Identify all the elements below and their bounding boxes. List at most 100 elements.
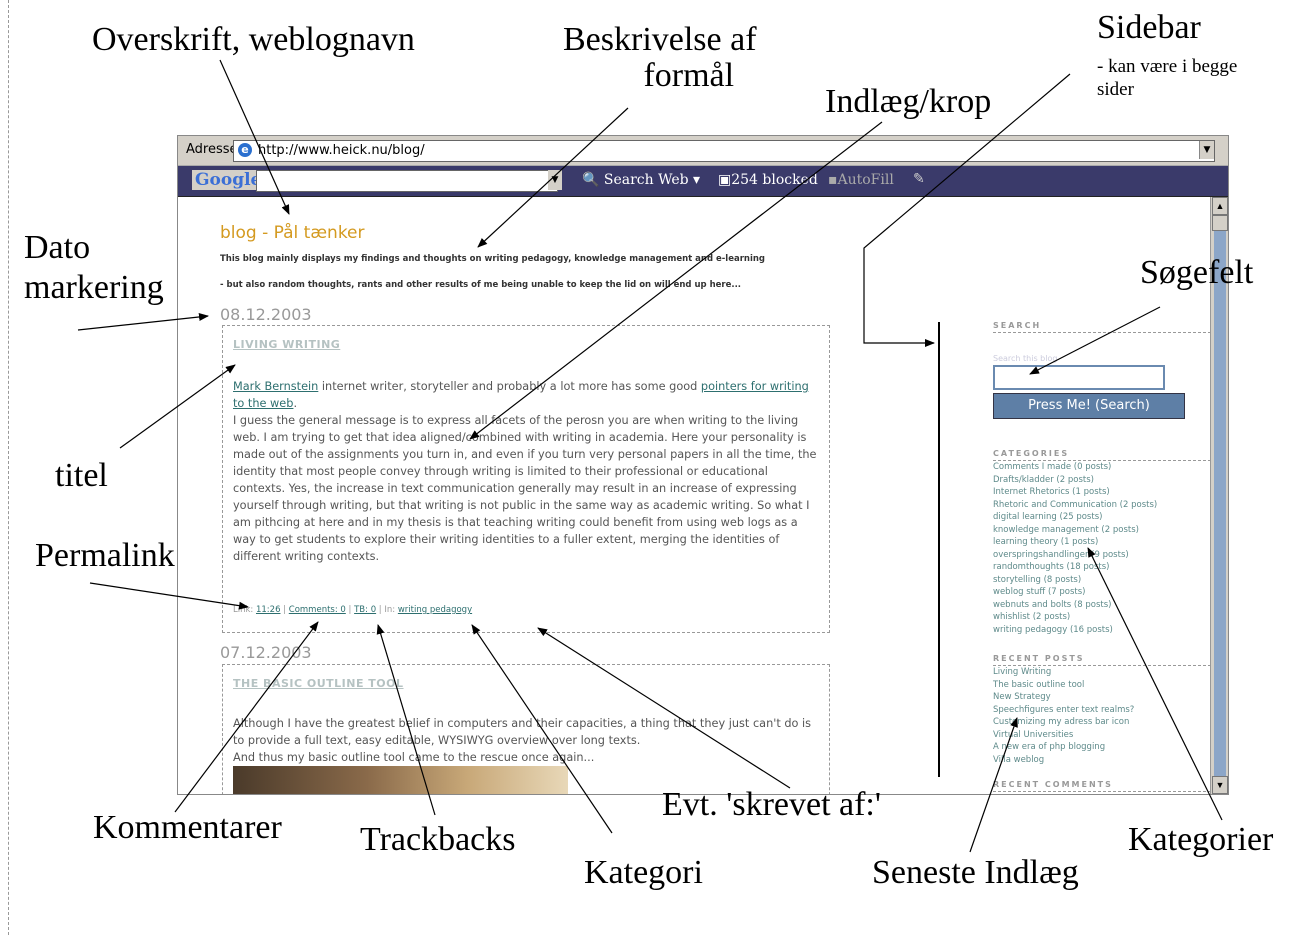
search-web-label: Search Web xyxy=(603,172,689,188)
annotation-indlaeg: Indlæg/krop xyxy=(825,83,992,120)
category-item[interactable]: digital learning (25 posts) xyxy=(993,512,1103,522)
categories-heading: CATEGORIES xyxy=(993,449,1221,461)
post-date: 07.12.2003 xyxy=(220,643,312,662)
page-edge-dashed-line xyxy=(8,0,9,935)
category-item[interactable]: overspringshandlinger (9 posts) xyxy=(993,549,1129,560)
pen-icon[interactable]: ✎ xyxy=(913,171,925,187)
post-body: I guess the general message is to expres… xyxy=(233,414,817,563)
search-input[interactable] xyxy=(993,365,1165,390)
address-bar: Adresse e http://www.heick.nu/blog/ ▼ xyxy=(178,136,1228,166)
recent-post-item[interactable]: Speechfigures enter text realms? xyxy=(993,704,1135,715)
recent-post-item[interactable]: Villa weblog xyxy=(993,754,1045,765)
sidebar-search-section: SEARCH xyxy=(993,321,1223,333)
search-heading: SEARCH xyxy=(993,321,1221,333)
annotation-trackbacks: Trackbacks xyxy=(360,821,516,858)
blog-page: blog - Pål tænker This blog mainly displ… xyxy=(178,197,1221,794)
google-toolbar: Google ▼ 🔍 Search Web ▾ ▣254 blocked ▪Au… xyxy=(178,166,1228,197)
recent-post-item[interactable]: The basic outline tool xyxy=(993,679,1085,690)
post-link-bernstein[interactable]: Mark Bernstein xyxy=(233,380,319,393)
ie-page-icon: e xyxy=(238,143,252,157)
blog-post: THE BASIC OUTLINE TOOL Although I have t… xyxy=(222,664,830,794)
recent-post-item[interactable]: Customizing my adress bar icon xyxy=(993,717,1130,727)
browser-screenshot: Adresse e http://www.heick.nu/blog/ ▼ Go… xyxy=(177,135,1229,795)
annotation-beskrivelse: Beskrivelse af formål xyxy=(563,22,757,93)
scroll-track[interactable] xyxy=(1214,231,1226,776)
annotation-soegefelt: Søgefelt xyxy=(1140,254,1254,291)
blog-desc-line1: This blog mainly displays my findings an… xyxy=(220,254,765,264)
category-item[interactable]: webnuts and bolts (8 posts) xyxy=(993,599,1112,610)
meta-in-label: In: xyxy=(384,605,398,615)
annotation-overskrift: Overskrift, weblognavn xyxy=(92,21,415,58)
blog-description: This blog mainly displays my findings an… xyxy=(220,246,830,298)
post-intro: Mark Bernstein internet writer, storytel… xyxy=(233,378,819,412)
post-title[interactable]: THE BASIC OUTLINE TOOL xyxy=(233,677,404,690)
google-dropdown-icon[interactable]: ▼ xyxy=(548,170,562,190)
annotation-seneste-indlaeg: Seneste Indlæg xyxy=(872,854,1079,891)
search-web-button[interactable]: 🔍 Search Web ▾ xyxy=(582,172,701,188)
google-search-input[interactable] xyxy=(256,170,558,192)
address-input[interactable]: e http://www.heick.nu/blog/ ▼ xyxy=(233,140,1215,162)
category-item[interactable]: weblog stuff (7 posts) xyxy=(993,587,1086,597)
annotation-dato-line2: markering xyxy=(24,268,164,306)
permalink[interactable]: 11:26 xyxy=(255,605,281,615)
category-item[interactable]: Drafts/kladder (2 posts) xyxy=(993,474,1094,485)
category-item[interactable]: writing pedagogy (16 posts) xyxy=(993,624,1113,635)
category-item[interactable]: knowledge management (2 posts) xyxy=(993,524,1139,535)
category-item[interactable]: randomthoughts (18 posts) xyxy=(993,562,1110,572)
search-label: Search this blog xyxy=(993,354,1058,363)
blog-title[interactable]: blog - Pål tænker xyxy=(220,223,365,243)
annotation-sidebar-note-line2: sider xyxy=(1097,78,1134,100)
sidebar-comments-section: RECENT COMMENTS xyxy=(993,780,1223,792)
google-logo[interactable]: Google xyxy=(192,170,265,190)
category-link[interactable]: writing pedagogy xyxy=(397,605,473,615)
category-item[interactable]: Rhetoric and Communication (2 posts) xyxy=(993,499,1158,510)
category-item[interactable]: Internet Rhetorics (1 posts) xyxy=(993,487,1110,497)
blog-desc-line2: - but also random thoughts, rants and ot… xyxy=(220,280,742,290)
annotation-beskrivelse-line1: Beskrivelse af xyxy=(563,21,757,58)
category-item[interactable]: whishlist (2 posts) xyxy=(993,612,1071,622)
annotation-skrevet-af: Evt. 'skrevet af:' xyxy=(662,786,882,823)
category-item[interactable]: storytelling (8 posts) xyxy=(993,574,1082,585)
recent-post-item[interactable]: Virtual Universities xyxy=(993,729,1074,740)
recent-post-item[interactable]: A new era of php blogging xyxy=(993,742,1106,752)
annotation-sidebar-note: - kan være i begge sider xyxy=(1097,56,1237,102)
annotation-sidebar: Sidebar xyxy=(1097,9,1201,46)
annotation-kategori: Kategori xyxy=(584,854,703,891)
autofill-label: AutoFill xyxy=(837,172,894,188)
meta-link-label: Link: xyxy=(233,605,256,615)
post-body: Although I have the greatest belief in c… xyxy=(233,717,812,764)
annotation-dato-line1: Dato xyxy=(24,229,91,266)
address-label: Adresse xyxy=(186,142,238,157)
category-item[interactable]: learning theory (1 posts) xyxy=(993,537,1099,547)
recent-posts-heading: RECENT POSTS xyxy=(993,654,1221,666)
post-meta: Link: 11:26 | Comments: 0 | TB: 0 | In: … xyxy=(233,605,473,615)
post-date: 08.12.2003 xyxy=(220,305,312,324)
comments-link[interactable]: Comments: 0 xyxy=(288,605,346,615)
address-dropdown-icon[interactable]: ▼ xyxy=(1199,141,1214,159)
post-intro-end: . xyxy=(293,397,298,410)
annotation-kommentarer: Kommentarer xyxy=(93,809,282,846)
annotation-kategorier: Kategorier xyxy=(1128,821,1274,858)
blocked-label: 254 blocked xyxy=(731,172,818,188)
annotation-titel: titel xyxy=(55,457,108,494)
category-item[interactable]: Comments I made (0 posts) xyxy=(993,462,1112,472)
popup-blocker-button[interactable]: ▣254 blocked xyxy=(718,172,818,188)
post-intro-text: internet writer, storyteller and probabl… xyxy=(318,380,701,393)
search-button[interactable]: Press Me! (Search) xyxy=(993,393,1185,419)
scroll-thumb[interactable] xyxy=(1212,215,1228,231)
post-title[interactable]: LIVING WRITING xyxy=(233,338,341,351)
recent-post-item[interactable]: New Strategy xyxy=(993,692,1051,702)
sidebar-categories-section: CATEGORIES Comments I made (0 posts) Draf… xyxy=(993,449,1223,636)
categories-list: Comments I made (0 posts) Drafts/kladder … xyxy=(993,461,1223,636)
sidebar-divider-line xyxy=(938,322,940,777)
address-url: http://www.heick.nu/blog/ xyxy=(258,143,425,158)
trackback-link[interactable]: TB: 0 xyxy=(354,605,377,615)
annotation-sidebar-note-line1: - kan være i begge xyxy=(1097,56,1238,77)
scroll-up-icon[interactable]: ▲ xyxy=(1212,197,1228,215)
recent-post-item[interactable]: Living Writing xyxy=(993,667,1052,677)
scroll-down-icon[interactable]: ▼ xyxy=(1212,776,1228,794)
annotation-beskrivelse-line2: formål xyxy=(643,56,735,94)
autofill-button[interactable]: ▪AutoFill xyxy=(828,172,894,188)
